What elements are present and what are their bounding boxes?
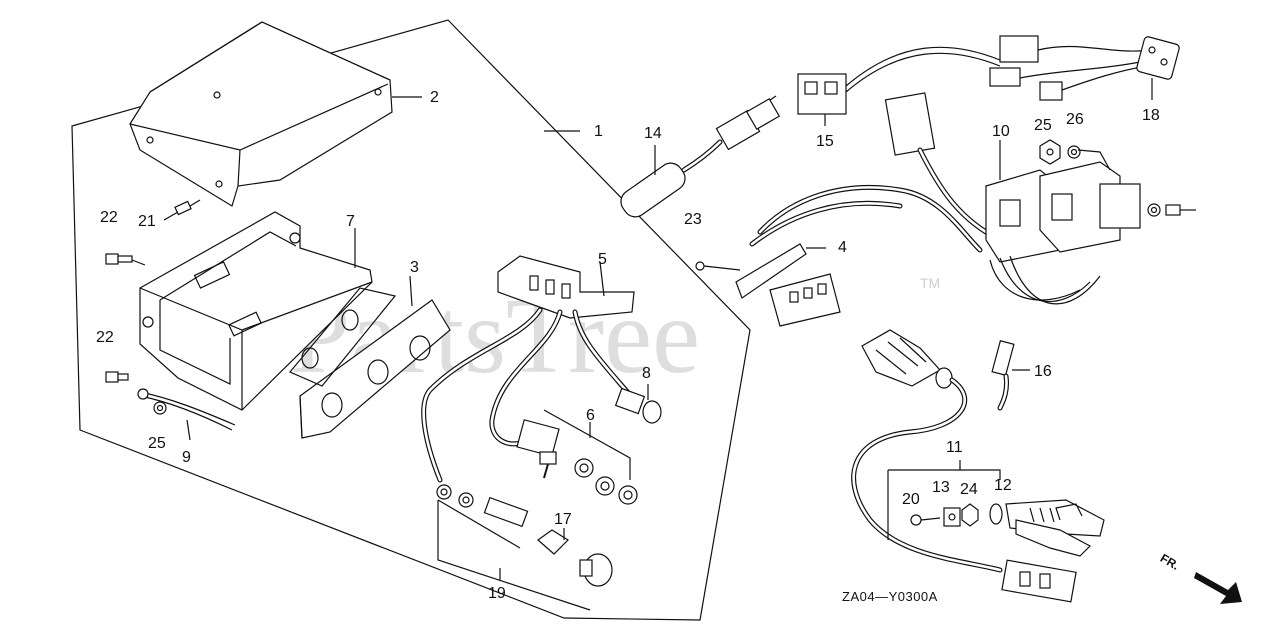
harness-18 <box>989 35 1180 101</box>
bolt-22-upper <box>105 253 146 266</box>
label-part-24: 24 <box>960 481 978 498</box>
label-part-5: 5 <box>598 251 607 268</box>
label-part-22-lower: 22 <box>96 329 114 346</box>
control-box <box>139 211 373 411</box>
label-part-2: 2 <box>430 89 439 106</box>
label-part-12: 12 <box>994 477 1012 494</box>
connector-15 <box>797 46 1001 126</box>
label-part-23: 23 <box>684 211 702 228</box>
label-part-17: 17 <box>554 511 572 528</box>
assembly-outline <box>71 19 751 621</box>
label-part-8: 8 <box>642 365 651 382</box>
label-part-4: 4 <box>838 239 847 256</box>
toggle-switch-6 <box>516 409 638 505</box>
screw-21 <box>163 199 201 221</box>
label-part-18: 18 <box>1142 107 1160 124</box>
front-panel <box>289 275 451 439</box>
clamp-13 <box>943 507 961 527</box>
label-part-1: 1 <box>594 123 603 140</box>
trademark: TM <box>920 275 940 291</box>
bolt-22-lower <box>105 371 129 383</box>
lamp-socket-19 <box>436 484 613 611</box>
label-part-3: 3 <box>410 259 419 276</box>
label-part-16: 16 <box>1034 363 1052 380</box>
label-part-20: 20 <box>902 491 920 508</box>
screw-23 <box>695 261 741 271</box>
switch-cluster-10 <box>884 92 1196 305</box>
pilot-lamp-8 <box>614 384 662 424</box>
label-part-9: 9 <box>182 449 191 466</box>
main-harness-4 <box>735 184 983 327</box>
label-part-13: 13 <box>932 479 950 496</box>
label-part-11: 11 <box>946 439 963 456</box>
screw-20 <box>910 514 941 526</box>
nut-24 <box>961 503 979 527</box>
label-part-7: 7 <box>346 213 355 230</box>
fuse-holder-14 <box>620 95 781 218</box>
switch-harness-5 <box>421 255 635 483</box>
direction-label: FR. <box>1158 551 1182 573</box>
battery-clips-12 <box>989 499 1105 557</box>
label-part-25-upper: 25 <box>1034 117 1052 134</box>
label-part-15: 15 <box>816 133 834 150</box>
label-part-25-lower: 25 <box>148 435 166 452</box>
label-part-19: 19 <box>488 585 506 602</box>
figure-code: ZA04—Y0300A <box>842 589 938 604</box>
washer-26 <box>1067 145 1111 171</box>
nut-25-upper <box>1039 139 1061 165</box>
label-part-14: 14 <box>644 125 662 142</box>
dc-cable-11 <box>851 329 1077 603</box>
label-part-21: 21 <box>138 213 156 230</box>
front-direction-arrow <box>1194 572 1242 604</box>
cable-tie-9 <box>137 388 236 441</box>
label-part-26: 26 <box>1066 111 1084 128</box>
label-part-22-upper: 22 <box>100 209 118 226</box>
label-part-6: 6 <box>586 407 595 424</box>
label-part-10: 10 <box>992 123 1010 140</box>
top-cover <box>129 21 422 207</box>
terminal-16 <box>991 339 1030 411</box>
